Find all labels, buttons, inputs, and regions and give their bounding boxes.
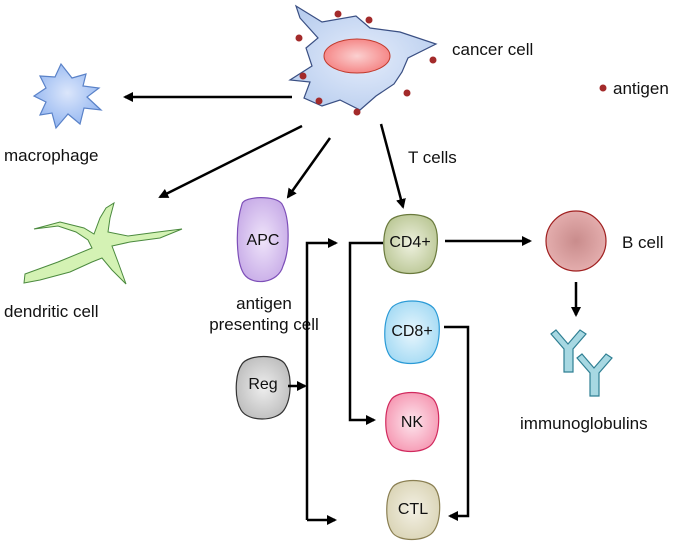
arrow-cancer-to-tcells: [379, 123, 406, 209]
b-cell: B cell: [545, 210, 664, 272]
ctl-cell-body: [386, 479, 441, 541]
arrow-cd4-to-nk: [348, 241, 383, 425]
apc-cell-body: [236, 197, 289, 283]
arrow-cd8-to-ctl: [444, 325, 470, 521]
antibody-icon: [576, 353, 613, 397]
reg-label: Reg: [248, 376, 277, 393]
dendritic-cell-label: dendritic cell: [4, 302, 99, 321]
cd8-cell: CD8+: [384, 300, 440, 365]
cd4-label: CD4+: [389, 234, 430, 251]
nk-label: NK: [401, 414, 424, 431]
macrophage-body: [32, 62, 103, 130]
t-cells-label: T cells: [408, 148, 457, 167]
arrows: [123, 92, 581, 525]
apc-label: APC: [247, 232, 280, 249]
cancer-cell: cancer cell: [288, 4, 533, 116]
b-cell-label: B cell: [622, 233, 664, 252]
cd4-cell-body: [383, 213, 438, 275]
ctl-cell: CTL: [386, 479, 441, 541]
macrophage: macrophage: [4, 62, 103, 165]
nk-cell-body: [385, 391, 440, 453]
cd8-cell-body: [384, 300, 440, 365]
dendritic-cell: dendritic cell: [4, 201, 183, 321]
macrophage-label: macrophage: [4, 146, 99, 165]
reg-cell: Reg: [235, 355, 291, 420]
arrow-reg-to-cd4: [305, 238, 338, 520]
apc-caption-line2: presenting cell: [209, 315, 319, 334]
cd8-label: CD8+: [391, 323, 432, 340]
apc-cell: APC antigen presenting cell: [209, 197, 319, 334]
antigen-legend: antigen: [599, 79, 669, 98]
dendritic-cell-body: [23, 201, 183, 285]
nk-cell: NK: [385, 391, 440, 453]
antibody-icon: [550, 329, 587, 373]
b-cell-body: [545, 210, 607, 272]
antigen-legend-dot: [599, 84, 607, 92]
cancer-cell-nucleus: [323, 38, 391, 74]
cancer-cell-label: cancer cell: [452, 40, 533, 59]
reg-cell-body: [235, 355, 291, 420]
immunoglobulins-label: immunoglobulins: [520, 414, 648, 433]
arrow-cancer-to-apc: [286, 137, 332, 199]
ctl-label: CTL: [398, 501, 428, 518]
arrow-cancer-to-dendritic: [158, 124, 303, 199]
antigen-dots: [295, 10, 437, 116]
antigen-legend-label: antigen: [613, 79, 669, 98]
apc-caption-line1: antigen: [236, 294, 292, 313]
immunoglobulins: immunoglobulins: [520, 329, 648, 433]
cd4-cell: CD4+: [383, 213, 438, 275]
